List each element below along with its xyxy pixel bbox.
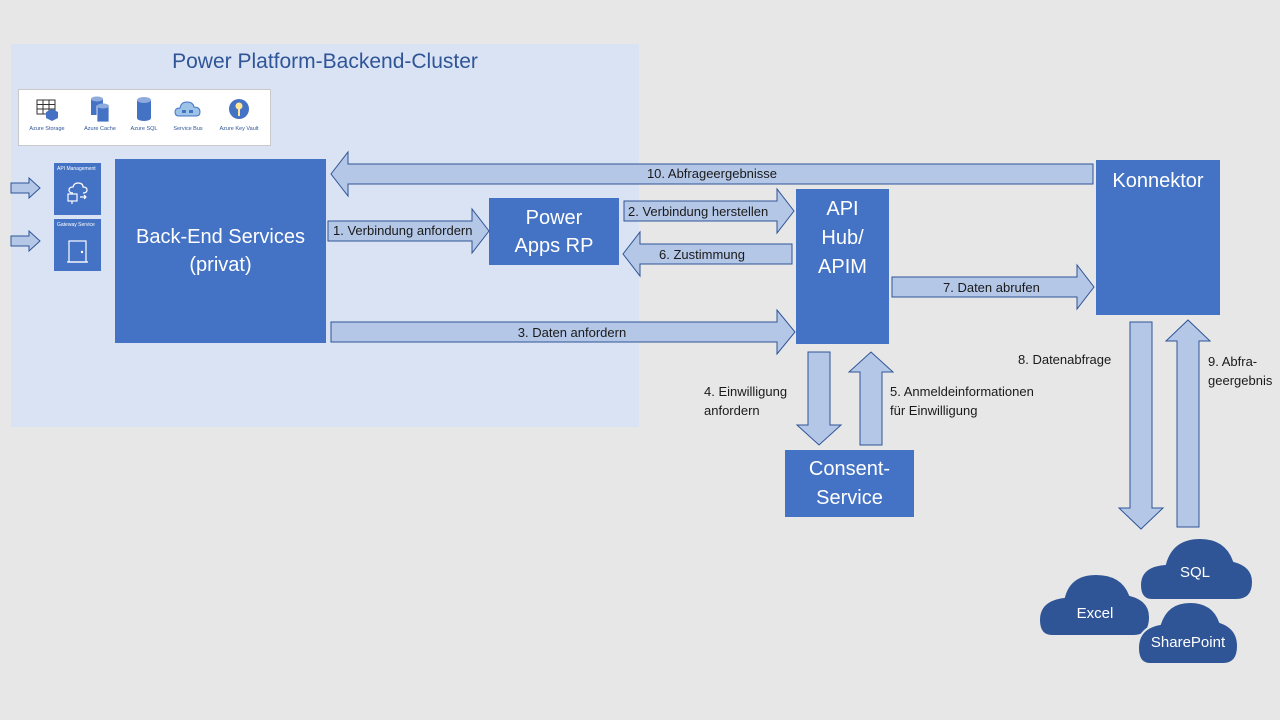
label-1-verbindung-anfordern: 1. Verbindung anfordern — [333, 223, 473, 238]
azure-cache-service: Azure Cache — [76, 94, 124, 132]
consent-service-box: Consent- Service — [785, 450, 914, 517]
api-management-label: API Management — [57, 166, 96, 172]
service-bus-service: Service Bus — [164, 94, 212, 132]
azure-cache-label: Azure Cache — [84, 126, 116, 132]
arrow-8-datenabfrage — [1117, 321, 1165, 530]
input-arrow-gateway — [10, 229, 41, 253]
cluster-title: Power Platform-Backend-Cluster — [172, 50, 478, 73]
backend-services-box: Back-End Services (privat) — [115, 159, 326, 343]
arrow-1-verbindung-anfordern — [327, 207, 490, 255]
power-apps-rp-label: Power Apps RP — [514, 206, 594, 257]
arrow-7-daten-abrufen — [891, 263, 1095, 311]
azure-storage-label: Azure Storage — [29, 126, 65, 132]
table-icon — [36, 99, 58, 121]
azure-storage-service: Azure Storage — [23, 94, 71, 132]
api-management-icon — [67, 182, 88, 204]
label-8-datenabfrage: 8. Datenabfrage — [1018, 352, 1112, 367]
label-5-anmeldeinformationen: 5. Anmeldeinformationen für Einwilligung — [890, 384, 1034, 418]
konnektor-box: Konnektor — [1096, 160, 1220, 315]
service-bus-label: Service Bus — [173, 126, 203, 132]
api-hub-box: API Hub/ APIM — [796, 189, 889, 344]
gateway-service-label: Gateway Service — [57, 222, 95, 228]
arrow-3-daten-anfordern — [330, 308, 796, 356]
label-9-abfrageergebnis: 9. Abfra- geergebnis — [1208, 354, 1273, 388]
label-3-daten-anfordern: 3. Daten anfordern — [517, 325, 627, 340]
label-2-verbindung-herstellen: 2. Verbindung herstellen — [628, 204, 769, 219]
input-arrow-api-management — [10, 176, 41, 200]
sql-cloud-label: SQL — [1179, 564, 1210, 581]
cloud-icon — [174, 101, 201, 117]
gateway-door-icon — [67, 240, 88, 263]
label-7-daten-abrufen: 7. Daten abrufen — [943, 280, 1040, 295]
arrow-5-anmeldeinformationen — [847, 351, 895, 446]
arrow-10-abfrageergebnisse — [330, 150, 1094, 198]
label-4-einwilligung-anfordern: 4. Einwilligung anfordern — [704, 384, 788, 418]
azure-sql-label: Azure SQL — [130, 126, 158, 132]
sql-cloud-shape — [1138, 536, 1255, 601]
arrow-2-verbindung-herstellen — [623, 187, 795, 235]
key-vault-service: Azure Key Vault — [215, 94, 263, 132]
api-management-box: API Management — [54, 163, 101, 215]
consent-service-label: Consent- Service — [808, 457, 891, 509]
konnektor-label: Konnektor — [1112, 170, 1204, 192]
api-hub-label: API Hub/ APIM — [818, 198, 867, 278]
key-vault-icon — [229, 99, 249, 119]
power-apps-rp-box: Power Apps RP — [489, 198, 619, 265]
sql-database-icon — [137, 97, 151, 121]
excel-cloud-shape — [1037, 572, 1152, 637]
key-vault-label: Azure Key Vault — [219, 126, 259, 132]
backend-services-label: Back-End Services (privat) — [136, 226, 305, 276]
azure-sql-service: Azure SQL — [120, 94, 168, 132]
gateway-service-box: Gateway Service — [54, 219, 101, 271]
arrow-4-einwilligung-anfordern — [795, 351, 843, 446]
azure-services-strip: Azure Storage Azure Cache Azure SQL Serv… — [18, 89, 271, 146]
label-6-zustimmung: 6. Zustimmung — [659, 247, 745, 262]
arrow-6-zustimmung — [622, 230, 793, 278]
database-icon — [91, 96, 110, 123]
label-10-abfrageergebnisse: 10. Abfrageergebnisse — [646, 166, 778, 181]
sharepoint-cloud-shape — [1136, 600, 1240, 665]
arrow-9-abfrageergebnis — [1164, 319, 1212, 528]
sharepoint-cloud-label: SharePoint — [1150, 634, 1226, 651]
excel-cloud-label: Excel — [1076, 605, 1114, 622]
